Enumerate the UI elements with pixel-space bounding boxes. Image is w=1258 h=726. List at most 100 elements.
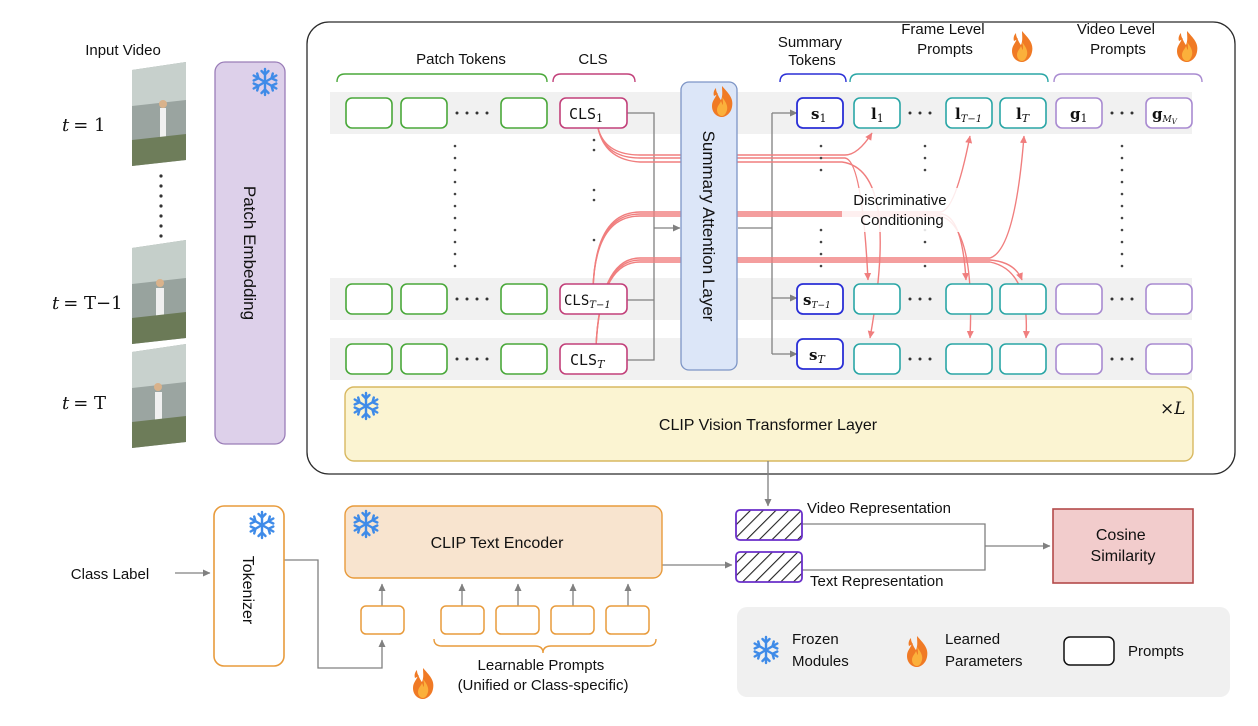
learnable-prompts-brace: [433, 638, 657, 654]
patch-token: [500, 343, 548, 375]
frame-prompt: [999, 283, 1047, 315]
cls-group-label: CLS: [578, 51, 607, 68]
ellipsis-dots: [1110, 357, 1134, 361]
ellipsis-dots: [455, 357, 489, 361]
tokenizer-block: [213, 505, 285, 667]
video-prompts-label: Video Level Prompts: [1077, 21, 1159, 58]
conditioning-label-bg: [842, 188, 960, 232]
patch-token: [345, 343, 393, 375]
cls-brace: [552, 73, 636, 83]
ellipsis-dots: [1110, 297, 1134, 301]
frame-prompt-l1: [853, 97, 901, 129]
patch-embedding-block: [214, 61, 286, 445]
frame-prompt: [999, 343, 1047, 375]
cls-token-t: [559, 343, 628, 375]
row-band-1: [330, 92, 1192, 134]
video-prompts-row-1: [1055, 97, 1193, 129]
cls-token-1: [559, 97, 628, 129]
frame-prompt-ltm1: [945, 97, 993, 129]
class-label-text: Class Label: [71, 566, 149, 583]
clip-vision-transformer-layer: [344, 386, 1194, 462]
input-video-heading: Input Video: [85, 42, 161, 59]
ellipsis-dots: [1110, 111, 1134, 115]
text-representation-block: [735, 551, 803, 583]
clip-text-encoder-label: CLIP Text Encoder: [431, 535, 564, 552]
patch-tokens-brace: [336, 73, 548, 83]
patch-tokens-row-tm1: [345, 283, 548, 315]
cls-token-1-label: CLS1: [569, 105, 603, 125]
frame-ellipsis-dots: [159, 174, 163, 238]
row-band-tm1: [330, 278, 1192, 320]
input-frame-t: [132, 344, 186, 448]
summary-attention-layer: [680, 81, 738, 371]
cls-to-attention-connectors: [627, 112, 681, 361]
patch-tokens-row-1: [345, 97, 548, 129]
frame-prompt: [853, 283, 901, 315]
repeat-count-label: ×L: [1160, 399, 1186, 419]
learnable-prompts-label: Learnable Prompts (Unified or Class-spec…: [458, 657, 629, 694]
legend-prompts-label: Prompts: [1128, 643, 1184, 660]
legend-panel: [737, 607, 1230, 697]
cls-token-t-label: CLST: [570, 351, 606, 371]
ellipsis-dots: [455, 297, 489, 301]
video-representation-label: Video Representation: [807, 500, 951, 517]
patch-token: [345, 283, 393, 315]
tokenizer-label: Tokenizer: [239, 556, 256, 625]
video-representation-block: [735, 509, 803, 541]
cosine-similarity-block: [1052, 508, 1194, 584]
learnable-prompt-box: [605, 605, 650, 635]
clip-text-encoder: [344, 505, 663, 579]
learnable-prompt-tokens: [360, 605, 650, 635]
frame-label-tm1: t= T−1: [52, 293, 123, 314]
patch-tokens-row-t: [345, 343, 548, 375]
legend-prompt-swatch: [1063, 636, 1115, 666]
video-prompt: [1145, 343, 1193, 375]
cls-token-tm1: [559, 283, 628, 315]
video-prompt-g1: [1055, 97, 1103, 129]
video-prompts-row-t: [1055, 343, 1193, 375]
text-representation-label: Text Representation: [810, 573, 943, 590]
attention-to-summary-connectors: [738, 109, 798, 358]
ellipsis-dots: [908, 357, 932, 361]
frame-prompt: [945, 283, 993, 315]
patch-token: [400, 97, 448, 129]
patch-token: [500, 97, 548, 129]
legend-learned-label: Learned Parameters: [945, 631, 1023, 670]
video-prompt-gm: [1145, 97, 1193, 129]
patch-token: [400, 283, 448, 315]
frame-prompts-row-1: [853, 97, 1047, 129]
frame-label-1: t= 1: [62, 115, 106, 136]
patch-embedding-label: Patch Embedding: [240, 186, 259, 320]
discriminative-conditioning-label: Discriminative Conditioning: [853, 192, 951, 229]
lower-connectors: [175, 461, 1051, 669]
summary-attention-label: Summary Attention Layer: [699, 131, 718, 322]
video-prompt: [1055, 343, 1103, 375]
class-token-box: [360, 605, 405, 635]
frame-prompts-row-tm1: [853, 283, 1047, 315]
patch-token: [400, 343, 448, 375]
video-prompts-brace: [1053, 73, 1203, 83]
patch-token: [500, 283, 548, 315]
summary-tokens-brace: [779, 73, 847, 83]
frame-prompt: [853, 343, 901, 375]
input-frame-1: [132, 62, 186, 166]
cosine-similarity-label: Cosine Similarity: [1091, 527, 1156, 565]
vertical-ellipsis-dots: [453, 138, 1124, 268]
legend-frozen-label: Frozen Modules: [792, 631, 849, 670]
patch-tokens-label: Patch Tokens: [416, 51, 506, 68]
frame-prompt-lt: [999, 97, 1047, 129]
frame-prompts-brace: [849, 73, 1049, 83]
summary-token-t: [796, 338, 844, 370]
learnable-prompt-box: [495, 605, 540, 635]
learnable-prompt-box: [550, 605, 595, 635]
flame-icon: [413, 668, 434, 699]
frame-prompt: [945, 343, 993, 375]
input-frame-tm1: [132, 240, 186, 344]
summary-token-tm1: [796, 283, 844, 315]
patch-token: [345, 97, 393, 129]
frame-prompts-row-t: [853, 343, 1047, 375]
summary-tokens-label: Summary Tokens: [778, 34, 846, 69]
clip-vision-layer-label: CLIP Vision Transformer Layer: [659, 417, 878, 434]
frame-prompts-label: Frame Level Prompts: [901, 21, 989, 58]
